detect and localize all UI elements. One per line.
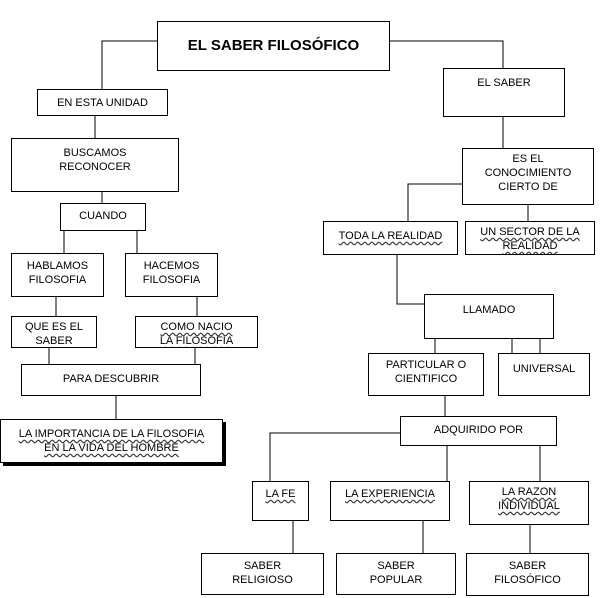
node-hacemos-filosofia: HACEMOS FILOSOFIA (125, 253, 218, 297)
node-toda-la-realidad: TODA LA REALIDAD (323, 221, 458, 255)
node-como-nacio-la-filosofia: COMO NACIO LA FILOSOFIA (135, 316, 258, 348)
node-como-nacio-label: COMO NACIO LA FILOSOFIA (159, 321, 234, 347)
node-llamado: LLAMADO (424, 294, 554, 339)
node-cuando: CUANDO (60, 203, 146, 231)
connector-line-8 (407, 183, 462, 221)
node-saber-religioso: SABER RELIGIOSO (201, 553, 324, 595)
connector-line-12 (396, 255, 424, 305)
node-conocimiento-cierto: ES EL CONOCIMIENTO CIERTO DE (462, 148, 594, 205)
node-importancia-label: LA IMPORTANCIA DE LA FILOSOFIA EN LA VID… (18, 428, 205, 454)
node-para-descubrir: PARA DESCUBRIR (21, 364, 201, 396)
node-que-es-el-saber: QUE ES EL SABER (11, 316, 97, 348)
node-un-sector-de-la-realidad: UN SECTOR DE LA REALIDAD (465, 221, 595, 255)
node-saber-popular: SABER POPULAR (336, 553, 456, 595)
node-la-fe-label: LA FE (265, 488, 296, 500)
connector-line-20 (269, 432, 400, 481)
title-node: EL SABER FILOSÓFICO (157, 21, 390, 71)
node-la-razon-individual: LA RAZON INDIVIDUAL (469, 481, 589, 525)
node-el-saber: EL SABER (443, 68, 565, 117)
connector-line-1 (101, 40, 157, 89)
node-en-esta-unidad: EN ESTA UNIDAD (37, 89, 168, 116)
node-hablamos-filosofia: HABLAMOS FILOSOFIA (11, 253, 104, 297)
node-particular-o-cientifico: PARTICULAR O CIENTIFICO (368, 353, 484, 396)
node-universal: UNIVERSAL (498, 353, 590, 396)
connector-line-2 (390, 40, 504, 68)
node-saber-filosofico: SABER FILOSÓFICO (466, 553, 589, 596)
node-adquirido-por: ADQUIRIDO POR (400, 416, 557, 446)
node-un-sector-label: UN SECTOR DE LA REALIDAD (480, 226, 580, 252)
node-la-experiencia: LA EXPERIENCIA (330, 481, 450, 521)
node-importancia-filosofia: LA IMPORTANCIA DE LA FILOSOFIA EN LA VID… (0, 419, 223, 463)
node-la-fe: LA FE (252, 481, 309, 521)
node-buscamos-reconocer: BUSCAMOS RECONOCER (11, 138, 179, 192)
node-la-razon-label: LA RAZON INDIVIDUAL (498, 486, 560, 512)
node-la-experiencia-label: LA EXPERIENCIA (345, 488, 435, 500)
node-toda-la-realidad-label: TODA LA REALIDAD (338, 230, 443, 242)
